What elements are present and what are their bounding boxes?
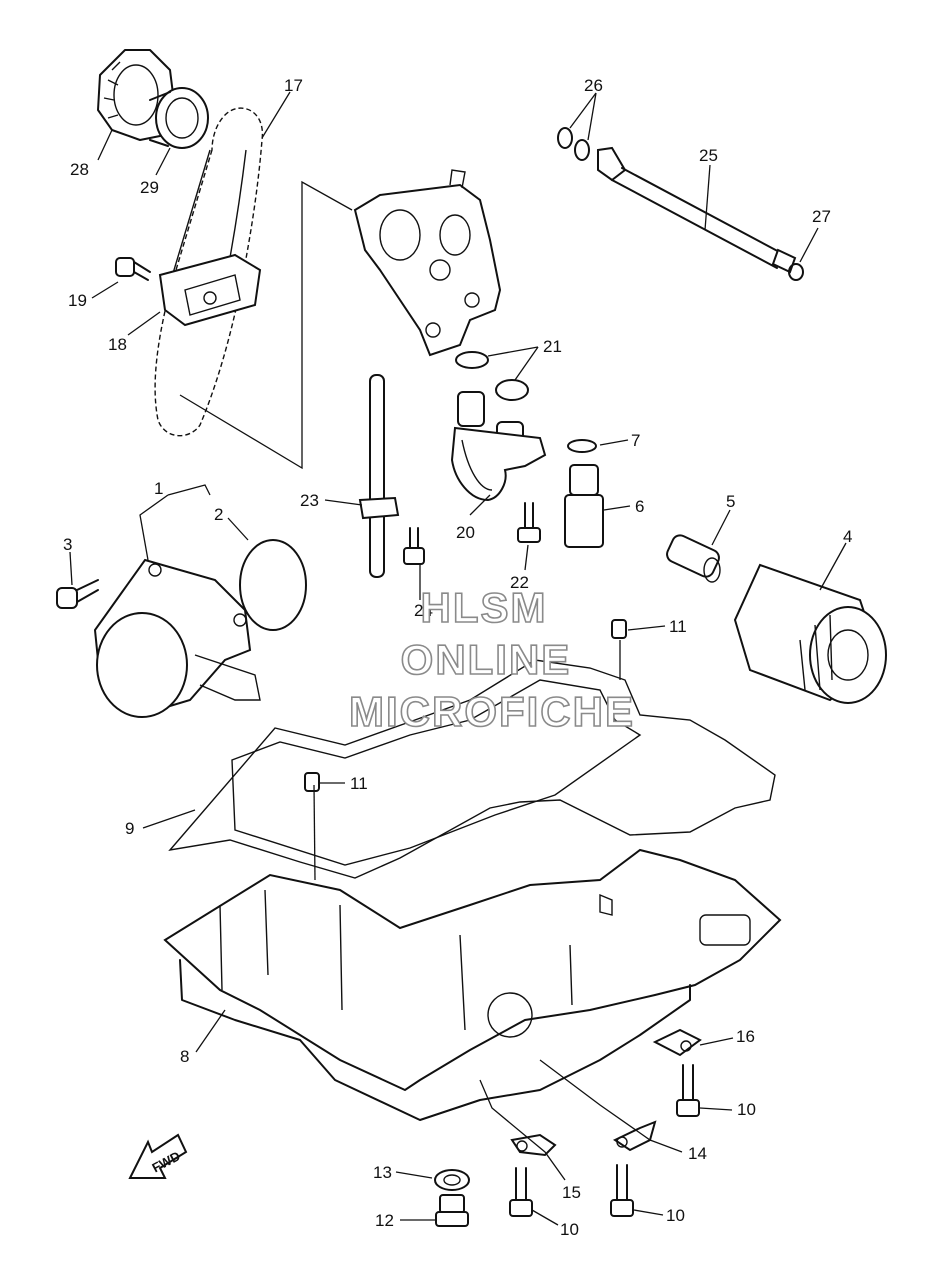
pan-bolt-right[interactable] <box>676 1064 700 1117</box>
callout-11-upper: 11 <box>669 617 687 636</box>
dowel-pin-lower[interactable] <box>304 772 320 792</box>
oil-filter-union-bolt[interactable] <box>664 533 721 583</box>
callout-14: 14 <box>688 1144 707 1163</box>
oil-filter-cartridge[interactable] <box>733 563 887 704</box>
sprocket-bearing[interactable] <box>149 87 209 149</box>
callout-17: 17 <box>284 76 303 95</box>
oil-pan[interactable] <box>163 848 782 1121</box>
oil-delivery-pipe[interactable] <box>450 391 547 502</box>
callout-1: 1 <box>154 479 163 498</box>
callout-19: 19 <box>68 291 87 310</box>
oil-pan-gasket[interactable] <box>168 659 776 879</box>
watermark-line-1: HLSM <box>421 584 548 631</box>
callout-10-left: 10 <box>560 1220 579 1239</box>
leader-lines <box>69 91 847 1226</box>
dowel-pin-upper[interactable] <box>611 619 627 639</box>
callout-13: 13 <box>373 1163 392 1182</box>
oil-pipe-o-ring-b[interactable] <box>574 139 590 161</box>
o-ring-lower[interactable] <box>495 379 529 401</box>
forward-arrow-icon: FWD <box>128 1133 188 1179</box>
chain-guide[interactable] <box>158 253 262 327</box>
watermark-line-2: ONLINE <box>401 636 572 683</box>
watermark: HLSM ONLINE MICROFICHE <box>348 583 635 736</box>
callout-4: 4 <box>843 527 852 546</box>
callout-10-mid: 10 <box>666 1206 685 1225</box>
pan-bolt-15[interactable] <box>509 1167 533 1217</box>
callout-7: 7 <box>631 431 640 450</box>
hose-clamp-15[interactable] <box>510 1133 557 1157</box>
oil-pipe-o-ring-end[interactable] <box>788 263 804 281</box>
pan-bolt-14[interactable] <box>610 1164 634 1217</box>
relief-valve-o-ring[interactable] <box>567 439 597 453</box>
callout-9: 9 <box>125 819 134 838</box>
hose-clamp-right[interactable] <box>652 1028 702 1057</box>
oil-pipe[interactable] <box>597 146 797 274</box>
callout-5: 5 <box>726 492 735 511</box>
oil-pump-assembly[interactable] <box>353 169 502 357</box>
gauge-tube-bolt[interactable] <box>403 527 425 565</box>
callout-11-lower: 11 <box>350 774 368 793</box>
drain-plug-gasket[interactable] <box>434 1169 470 1191</box>
callout-26: 26 <box>584 76 603 95</box>
oil-cooler-bolt[interactable] <box>56 579 99 609</box>
drain-plug[interactable] <box>435 1194 469 1227</box>
callout-25: 25 <box>699 146 718 165</box>
oil-cooler-o-ring[interactable] <box>239 539 307 631</box>
oil-cooler[interactable] <box>93 558 261 718</box>
callout-28: 28 <box>70 160 89 179</box>
relief-valve[interactable] <box>564 464 604 548</box>
watermark-line-3: MICROFICHE <box>349 688 635 735</box>
pipe-bolt[interactable] <box>517 502 541 543</box>
callout-2: 2 <box>214 505 223 524</box>
callout-18: 18 <box>108 335 127 354</box>
callout-23: 23 <box>300 491 319 510</box>
callout-22: 22 <box>510 573 529 592</box>
callout-12: 12 <box>375 1211 394 1230</box>
callout-29: 29 <box>140 178 159 197</box>
callout-15: 15 <box>562 1183 581 1202</box>
callout-24: 24 <box>414 601 433 620</box>
callout-10-right: 10 <box>737 1100 756 1119</box>
callout-16: 16 <box>736 1027 755 1046</box>
callout-8: 8 <box>180 1047 189 1066</box>
callout-labels: 1 2 3 4 5 6 7 8 9 10 10 10 11 11 12 13 1… <box>63 76 852 1239</box>
chain-guide-bolt[interactable] <box>115 257 151 281</box>
hose-clamp-14[interactable] <box>612 1120 657 1152</box>
oil-pipe-o-ring-a[interactable] <box>557 127 573 149</box>
callout-21: 21 <box>543 337 562 356</box>
callout-3: 3 <box>63 535 72 554</box>
callout-20: 20 <box>456 523 475 542</box>
oil-level-gauge-tube[interactable] <box>358 374 400 578</box>
callout-6: 6 <box>635 497 644 516</box>
callout-27: 27 <box>812 207 831 226</box>
o-ring-upper[interactable] <box>455 351 489 369</box>
